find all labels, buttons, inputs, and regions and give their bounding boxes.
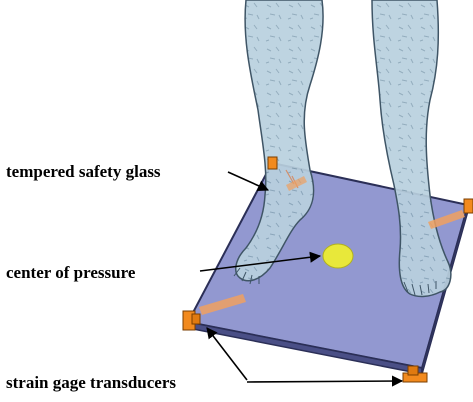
transducer-back	[268, 157, 277, 169]
center-of-pressure-dot	[323, 244, 353, 268]
transducer-right	[464, 199, 473, 213]
label-tempered-safety-glass: tempered safety glass	[6, 163, 161, 180]
arrow-transducer-right	[247, 381, 402, 382]
label-center-of-pressure: center of pressure	[6, 264, 135, 281]
label-strain-gage-transducers: strain gage transducers	[6, 374, 176, 391]
